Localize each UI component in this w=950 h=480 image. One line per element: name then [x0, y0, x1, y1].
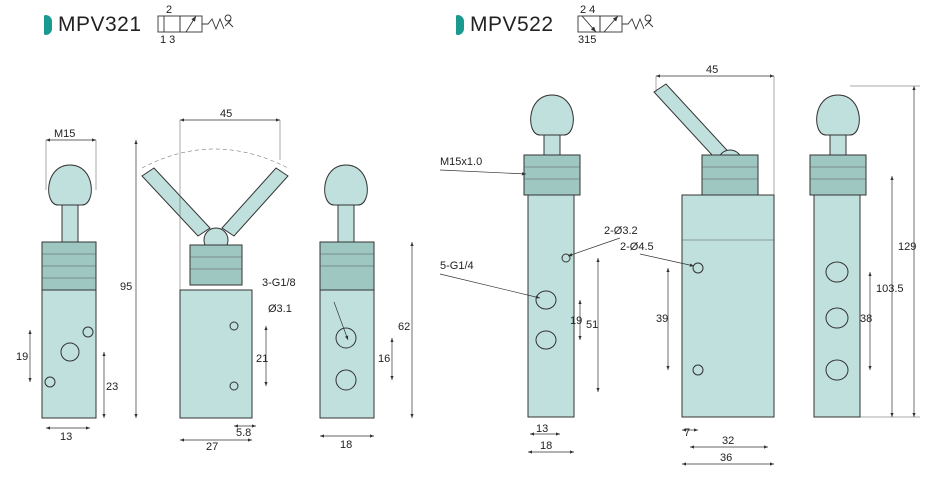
symbol-port-top: 2	[166, 4, 172, 16]
dim-bottom-offset: 7	[684, 427, 690, 439]
mpv522-front-view: M15x1.0 5-G1/4 2-Ø3.2 19 51 13 18	[439, 94, 638, 454]
callout-ports: 5-G1/4	[440, 260, 474, 272]
dim-width-front: 13	[60, 431, 72, 443]
dim-thread: M15x1.0	[440, 156, 482, 168]
title-badge-icon	[44, 15, 52, 35]
callout-hole: Ø3.1	[268, 303, 292, 315]
model-name: MPV522	[470, 13, 554, 36]
dim-hole-spacing: 39	[656, 313, 668, 325]
callout-hole-large: 2-Ø4.5	[620, 241, 654, 253]
dim-front-width: 18	[540, 440, 552, 452]
dim-port-spacing-right: 16	[378, 353, 390, 365]
dim-port-range: 51	[586, 319, 598, 331]
model-title-mpv321: MPV321	[44, 12, 142, 38]
symbol-port-top: 2 4	[580, 4, 595, 16]
dim-port-spacing-side: 38	[860, 313, 872, 325]
model-title-mpv522: MPV522	[456, 12, 554, 38]
title-badge-icon	[456, 15, 464, 35]
callout-ports: 3-G1/8	[262, 277, 296, 289]
dim-height-body: 103.5	[876, 283, 904, 295]
mpv321-side-view: 45 95 21 27 5.8	[120, 108, 289, 453]
dim-thread: M15	[54, 128, 75, 140]
dim-width-side: 27	[206, 441, 218, 453]
dim-height-total: 95	[120, 281, 132, 293]
callout-hole-small: 2-Ø3.2	[604, 225, 638, 237]
mpv321-right-view: 3-G1/8 Ø3.1 16 62 18	[262, 164, 414, 451]
dim-width-inner: 32	[722, 435, 734, 447]
valve-symbol-mpv522: 2 4 315	[577, 4, 654, 46]
dim-port-spacing: 19	[570, 315, 582, 327]
dim-offset: 5.8	[236, 427, 251, 439]
dim-height-total: 129	[898, 241, 916, 253]
dim-hole-spacing: 21	[256, 353, 268, 365]
model-name: MPV321	[58, 13, 142, 36]
mpv522-right-view: 38 103.5 129	[809, 85, 920, 418]
dim-width-right: 18	[340, 439, 352, 451]
symbol-port-bottom: 315	[578, 34, 596, 46]
mpv522-side-view: 2-Ø4.5 45 39 7 32 36	[620, 64, 775, 466]
valve-symbol-mpv321: 2 1 3	[157, 4, 234, 46]
mpv321-front-view: M15 19 23 13	[16, 128, 118, 443]
dim-width-total: 36	[720, 452, 732, 464]
symbol-port-bottom: 1 3	[160, 34, 175, 46]
dim-port-height: 23	[106, 381, 118, 393]
dim-port-spacing-side: 19	[16, 351, 28, 363]
dim-swing-width: 45	[706, 64, 718, 76]
dim-height-right: 62	[398, 321, 410, 333]
dim-front-inner: 13	[536, 423, 548, 435]
dim-swing-width: 45	[220, 108, 232, 120]
